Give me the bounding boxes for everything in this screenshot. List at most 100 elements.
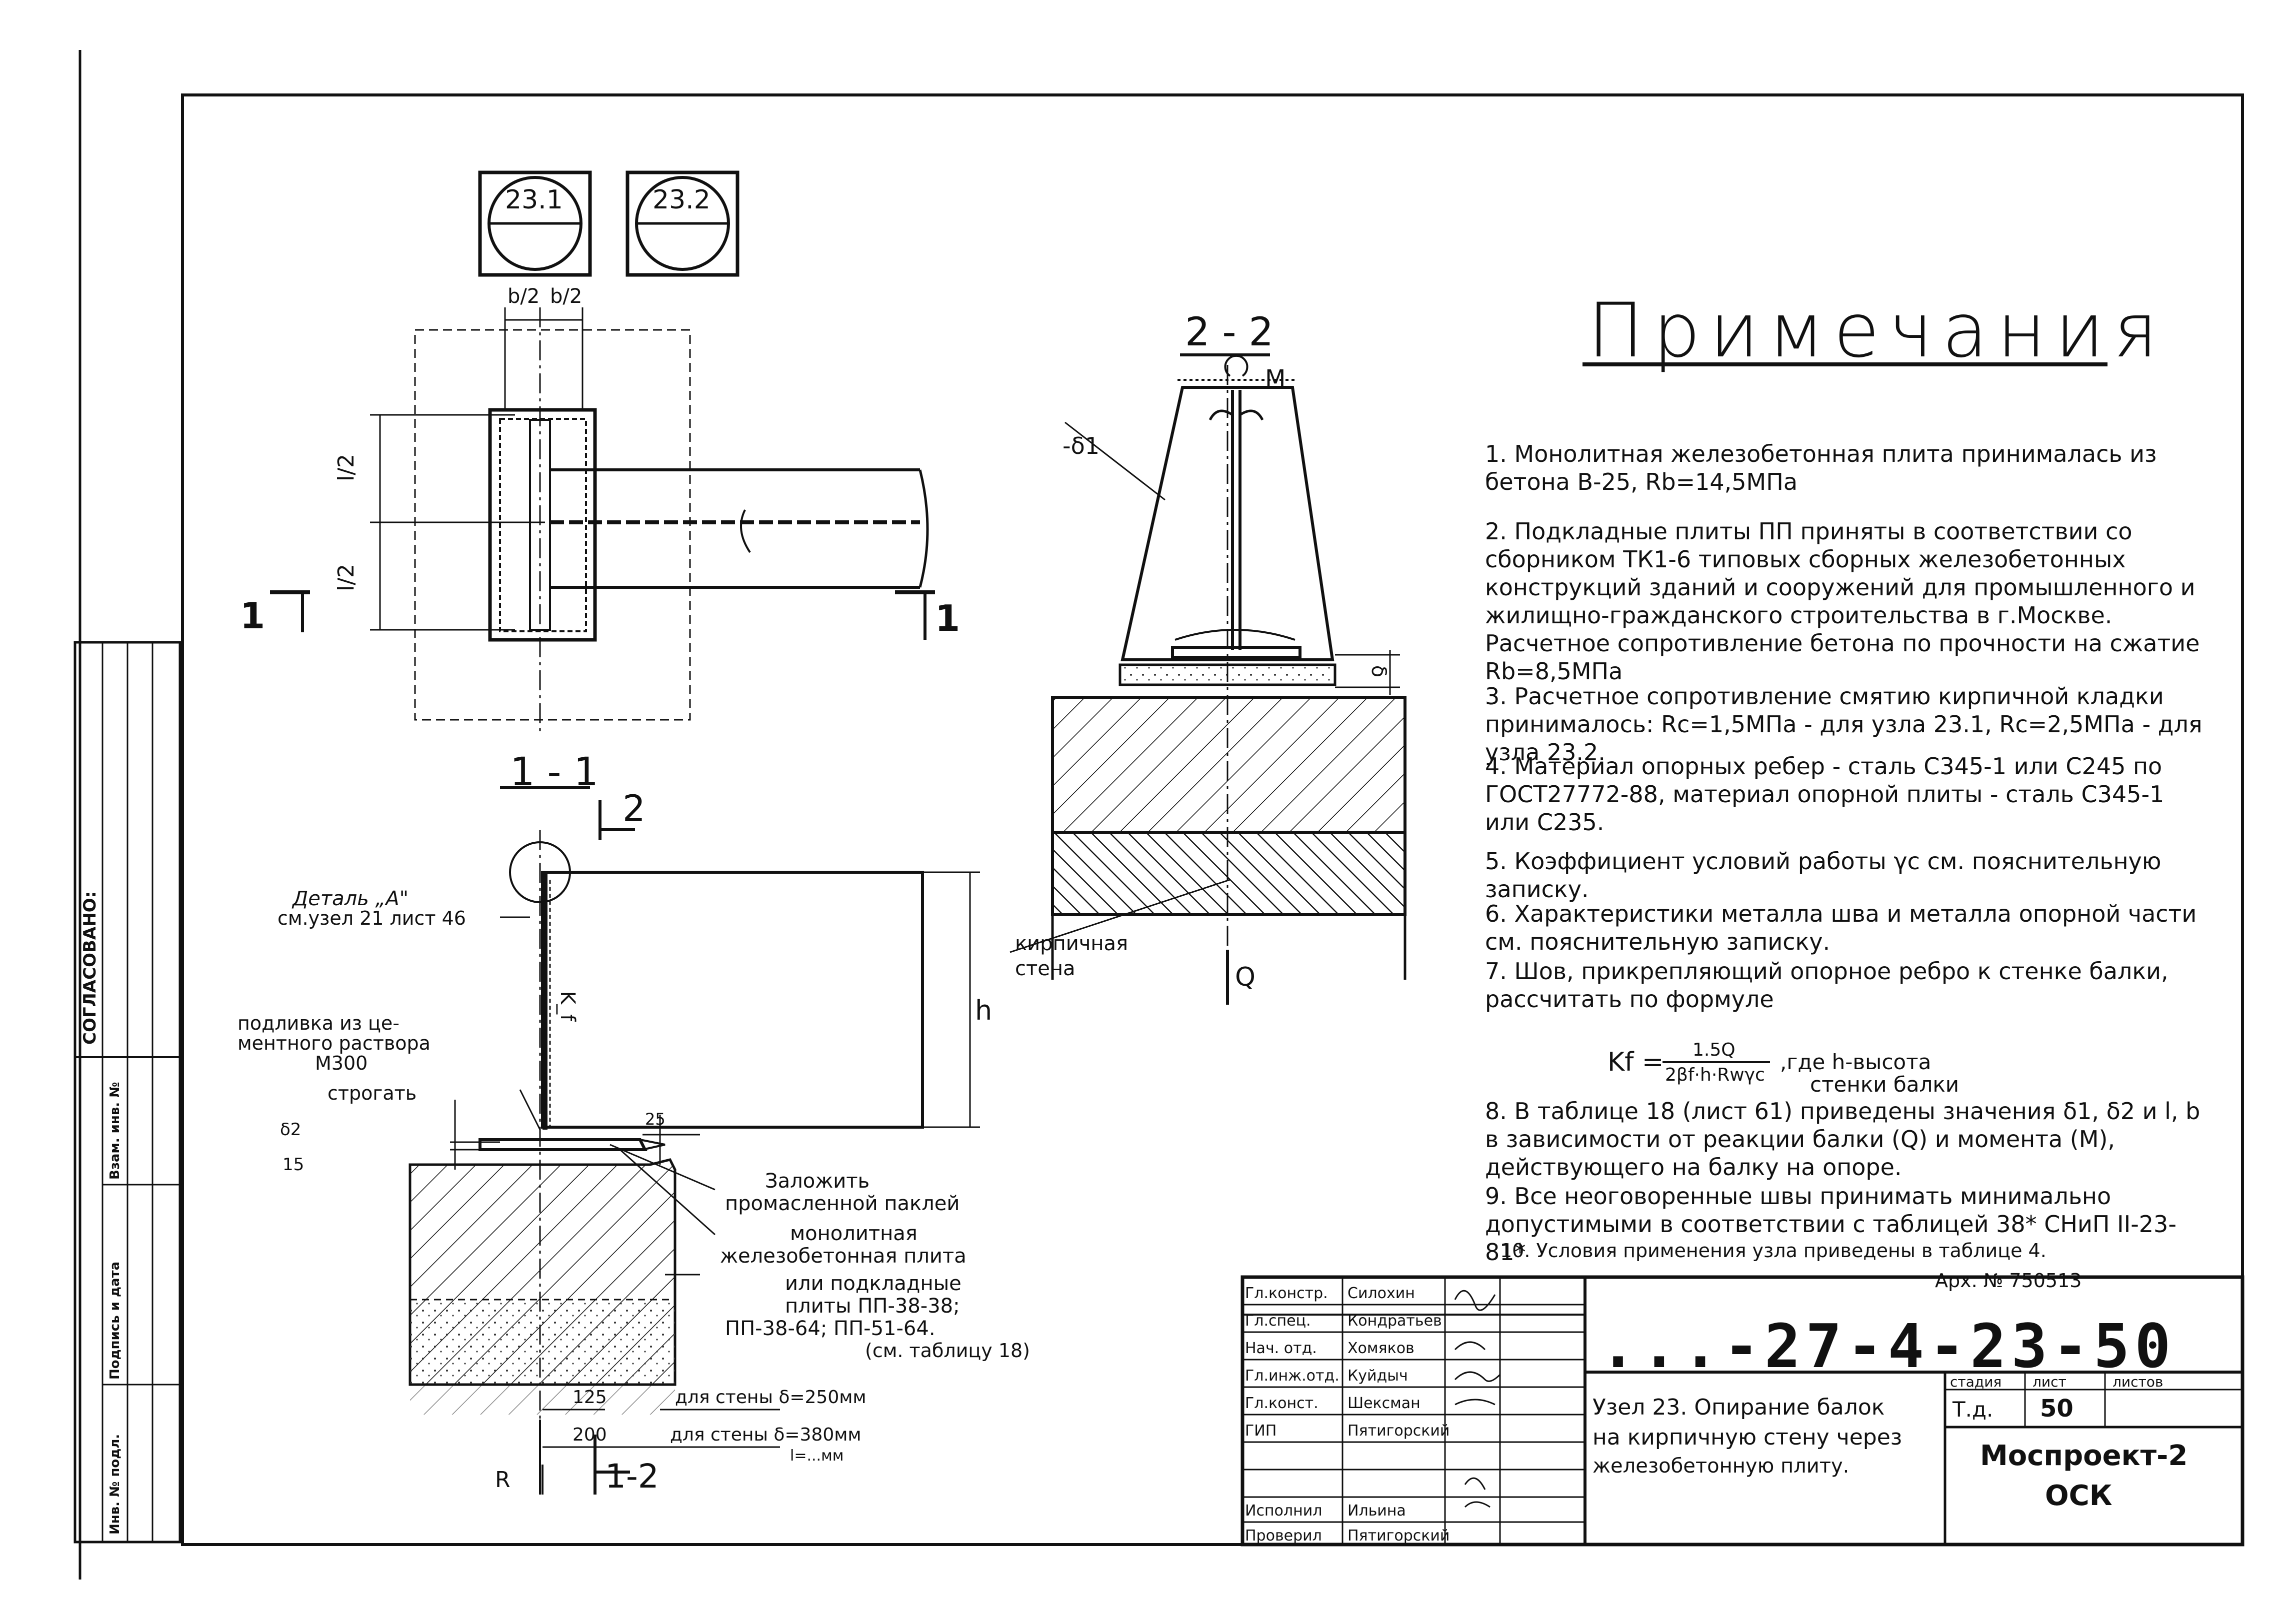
- archive-number: Арх. № 750513: [1935, 1270, 2082, 1292]
- frame-border: [181, 93, 2244, 1546]
- dim-l-upper: l/2: [334, 453, 360, 482]
- tb-role-1: Гл.спец.: [1245, 1312, 1311, 1330]
- stamp-sign-date: Подпись и дата: [108, 1261, 122, 1380]
- marker-23-2-label: 23.2: [652, 185, 710, 215]
- section-2-2-title: 2 - 2: [1185, 310, 1274, 355]
- note-3: 3. Расчетное сопротивление смятию кирпич…: [1485, 683, 2202, 766]
- moment-m: M: [1265, 365, 1286, 393]
- tb-role-3: Гл.инж.отд.: [1245, 1367, 1340, 1385]
- cut-1-right: 1: [935, 597, 960, 639]
- plan-view: [270, 307, 935, 735]
- plane-note: строгать: [328, 1082, 417, 1104]
- dim-b-left: b/2: [508, 285, 540, 308]
- side-stamp: [74, 641, 182, 1544]
- tb-name-8: Ильина: [1348, 1502, 1406, 1520]
- tb-name-2: Хомяков: [1348, 1340, 1414, 1357]
- section-1-1-cut: 2: [622, 787, 646, 829]
- formula-note-1: ,где h-высота: [1780, 1050, 1932, 1074]
- fill-note-2: промасленной паклей: [725, 1192, 960, 1215]
- brick-wall-2: стена: [1015, 957, 1076, 980]
- note-1: 1. Монолитная железобетонная плита прини…: [1485, 440, 2157, 495]
- tb-role-2: Нач. отд.: [1245, 1340, 1317, 1357]
- tb-org-2: ОСК: [2045, 1480, 2112, 1512]
- formula-denominator: 2βf·h·Rwγc: [1665, 1065, 1765, 1085]
- tb-org-1: Моспроект-2: [1980, 1440, 2188, 1472]
- grout-line-3: М300: [315, 1052, 368, 1074]
- tb-role-4: Гл.конст.: [1245, 1395, 1318, 1412]
- slab-note-4: плиты ПП-38-38;: [785, 1295, 960, 1318]
- slab-note-3: или подкладные: [785, 1272, 962, 1295]
- note-2: 2. Подкладные плиты ПП приняты в соответ…: [1485, 518, 2200, 685]
- section-2-2: [1010, 353, 1406, 1005]
- cut-1-left: 1: [240, 595, 266, 637]
- stamp-inv-dup: Взам. инв. №: [108, 1082, 122, 1180]
- tb-description-1: Узел 23. Опирание балок: [1592, 1395, 1885, 1420]
- node-marker-23-2: [626, 170, 740, 277]
- fill-note-1: Заложить: [765, 1170, 870, 1193]
- dim-125: 125: [572, 1387, 607, 1408]
- reaction-r: R: [495, 1467, 510, 1493]
- note-9: 9. Все неоговоренные швы принимать миним…: [1485, 1183, 2176, 1266]
- brick-wall-1: кирпичная: [1015, 932, 1128, 955]
- marker-23-1-label: 23.1: [505, 185, 563, 215]
- dim-15: 15: [282, 1155, 304, 1175]
- tb-role-8: Исполнил: [1245, 1502, 1322, 1520]
- title-block: [1240, 1275, 2244, 1547]
- tb-sheet-label: лист: [2032, 1374, 2066, 1390]
- tb-name-5: Пятигорский: [1348, 1422, 1450, 1440]
- detail-a-ref: см.узел 21 лист 46: [278, 907, 466, 929]
- wall-380-length: l=...мм: [790, 1447, 844, 1465]
- wall-380-note: для стены δ=380мм: [670, 1425, 862, 1445]
- dim-h: h: [975, 995, 992, 1026]
- tb-stage-value: Т.д.: [1952, 1397, 1994, 1422]
- tb-sheet-value: 50: [2040, 1395, 2074, 1423]
- tb-name-9: Пятигорский: [1348, 1527, 1450, 1545]
- dim-200: 200: [572, 1425, 607, 1445]
- cut-1-2-bottom: 1-2: [605, 1457, 659, 1496]
- note-6: 6. Характеристики металла шва и металла …: [1485, 900, 2197, 955]
- delta-1: -δ1: [1062, 432, 1100, 459]
- slab-note-1: монолитная: [790, 1222, 918, 1245]
- formula-note-2: стенки балки: [1810, 1072, 1960, 1097]
- note-7: 7. Шов, прикрепляющий опорное ребро к ст…: [1485, 958, 2168, 1013]
- dim-kf: K_f: [556, 991, 580, 1022]
- stamp-inv-orig: Инв. № подл.: [108, 1434, 122, 1535]
- tb-role-0: Гл.констр.: [1245, 1285, 1328, 1302]
- notes-title: Примечания: [1588, 287, 2167, 374]
- tb-name-0: Силохин: [1348, 1285, 1415, 1302]
- dim-25: 25: [645, 1110, 666, 1129]
- section-1-1-title: 1 - 1: [510, 750, 598, 795]
- tb-name-4: Шексман: [1348, 1395, 1420, 1412]
- grout-line-2: ментного раствора: [238, 1032, 430, 1054]
- stamp-agreed: СОГЛАСОВАНО:: [80, 891, 100, 1045]
- node-marker-23-1: [478, 170, 592, 277]
- note-5: 5. Коэффициент условий работы γc см. поя…: [1485, 848, 2162, 903]
- slab-note-6: (см. таблицу 18): [865, 1340, 1030, 1362]
- grout-line-1: подливка из це-: [238, 1012, 400, 1034]
- detail-a-label: Деталь „А": [292, 887, 409, 910]
- tb-role-9: Проверил: [1245, 1527, 1322, 1545]
- note-10: 10. Условия применения узла приведены в …: [1500, 1240, 2046, 1262]
- formula-numerator: 1.5Q: [1692, 1040, 1736, 1060]
- tb-description-2: на кирпичную стену через: [1592, 1425, 1902, 1450]
- slab-note-2: железобетонная плита: [720, 1245, 966, 1268]
- slab-note-5: ПП-38-64; ПП-51-64.: [725, 1317, 936, 1340]
- dim-delta-2: δ2: [280, 1120, 302, 1140]
- notes-title-underline: [1582, 362, 2108, 366]
- document-code: ...-27-4-23-50: [1600, 1312, 2176, 1382]
- formula-lhs: Kf =: [1608, 1047, 1664, 1077]
- tb-role-5: ГИП: [1245, 1422, 1277, 1440]
- reaction-q: Q: [1235, 962, 1256, 992]
- delta-dim: δ: [1367, 665, 1390, 678]
- tb-description-3: железобетонную плиту.: [1592, 1455, 1850, 1478]
- note-8: 8. В таблице 18 (лист 61) приведены знач…: [1485, 1098, 2200, 1181]
- section-1-1: [408, 786, 980, 1495]
- tb-name-1: Кондратьев: [1348, 1312, 1442, 1330]
- tb-stage-label: стадия: [1950, 1374, 2002, 1390]
- wall-250-note: для стены δ=250мм: [675, 1387, 866, 1408]
- dim-l-lower: l/2: [334, 563, 360, 592]
- tb-sheets-label: листов: [2112, 1374, 2164, 1390]
- note-4: 4. Материал опорных ребер - сталь С345-1…: [1485, 753, 2164, 836]
- tb-name-3: Куйдыч: [1348, 1367, 1408, 1385]
